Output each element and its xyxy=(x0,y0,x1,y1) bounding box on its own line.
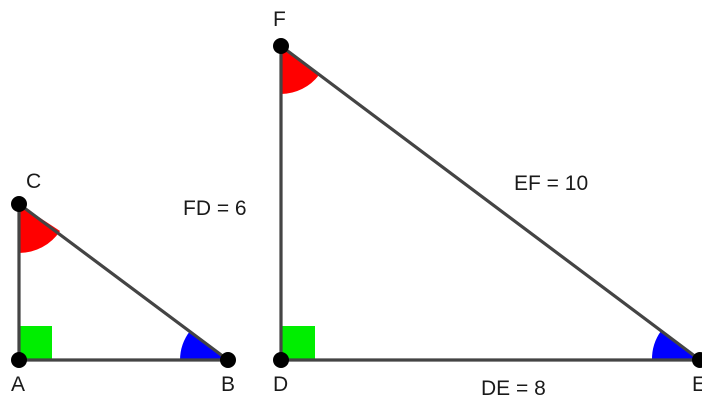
triangle-def: F D E FD = 6 EF = 10 DE = 8 xyxy=(183,8,702,400)
side-label-ef: EF = 10 xyxy=(514,172,588,195)
vertex-point-c xyxy=(11,196,27,212)
vertex-point-e xyxy=(692,352,702,368)
vertex-label-a: A xyxy=(11,373,25,396)
right-angle-marker-d xyxy=(281,326,315,360)
vertex-point-f xyxy=(273,38,289,54)
vertex-label-f: F xyxy=(273,8,286,31)
vertex-point-a xyxy=(11,352,27,368)
vertex-label-d: D xyxy=(273,373,288,396)
angle-marker-f xyxy=(281,46,319,94)
vertex-point-d xyxy=(273,352,289,368)
vertex-label-c: C xyxy=(26,170,41,193)
vertex-point-b xyxy=(220,352,236,368)
side-label-de: DE = 8 xyxy=(481,377,546,400)
side-cb xyxy=(17,202,230,362)
vertex-label-e: E xyxy=(692,373,702,396)
side-label-fd: FD = 6 xyxy=(183,197,247,220)
triangle-abc: C A B xyxy=(11,170,236,396)
side-fe xyxy=(279,44,702,362)
vertex-label-b: B xyxy=(221,373,235,396)
angle-marker-c xyxy=(19,204,60,254)
